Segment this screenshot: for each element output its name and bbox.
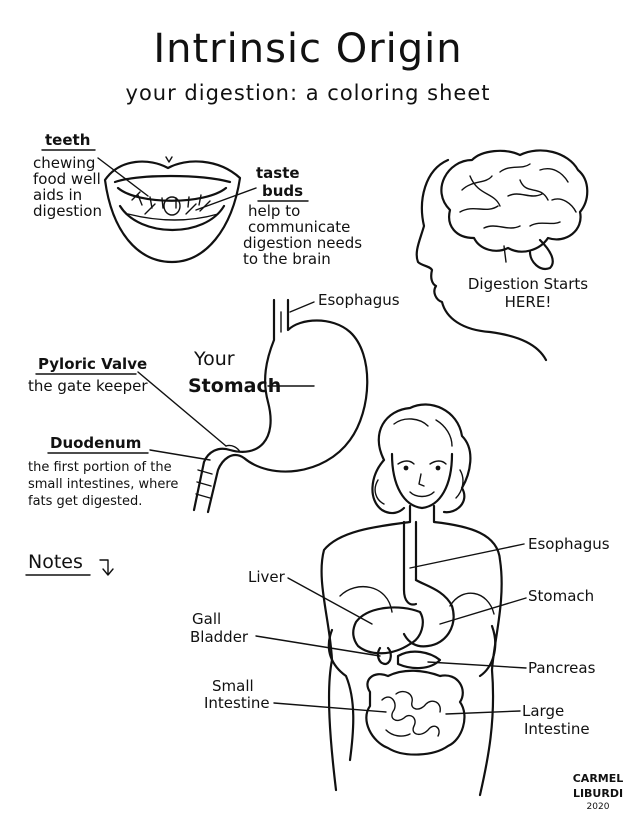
head-profile [415, 158, 548, 362]
brain-caption-1: Digestion Starts [468, 275, 588, 293]
duodenum-callout: Duodenum the first portion of the small … [28, 434, 211, 509]
body-liver-label: Liver [248, 568, 286, 586]
notes-label: Notes [28, 551, 83, 573]
taste-label: taste [256, 164, 300, 182]
your-stomach-callout: Your Stomach [188, 348, 315, 397]
taste-buds-callout: taste buds help to communicate digestion… [195, 164, 362, 268]
notes-arrow-icon [99, 559, 114, 576]
page-subtitle: your digestion: a coloring sheet [126, 81, 491, 105]
body-esophagus-label: Esophagus [528, 535, 610, 553]
signature-line-2: LIBURDI [573, 787, 623, 800]
body-gall-label-2: Bladder [190, 628, 249, 646]
teeth-desc-4: digestion [33, 202, 102, 220]
mouth-illustration [103, 156, 242, 264]
body-large-label-1: Large [522, 702, 564, 720]
duodenum-desc-1: the first portion of the [28, 460, 172, 475]
notes-heading: Notes [25, 551, 114, 576]
body-pancreas-label: Pancreas [528, 659, 596, 677]
teeth-desc-2: food well [33, 170, 101, 188]
teeth-desc-3: aids in [33, 186, 82, 204]
body-gall-label-1: Gall [192, 610, 221, 628]
body-small-label-1: Small [212, 677, 254, 695]
taste-desc-2: communicate [248, 218, 350, 236]
stomach-illustration [192, 298, 369, 514]
esophagus-label-top: Esophagus [318, 291, 400, 309]
teeth-desc-1: chewing [33, 154, 95, 172]
teeth-callout: teeth chewing food well aids in digestio… [33, 131, 149, 220]
body-illustration [320, 403, 503, 797]
body-callouts: Esophagus Liver Stomach Gall Bladder Pan… [190, 535, 610, 738]
brain-caption-2: HERE! [505, 293, 552, 311]
buds-label: buds [262, 182, 303, 200]
duodenum-desc-2: small intestines, where [28, 477, 178, 492]
stomach-label: Stomach [188, 375, 281, 397]
pyloric-valve-callout: Pyloric Valve the gate keeper [28, 355, 227, 447]
pyloric-label: Pyloric Valve [38, 355, 147, 373]
taste-desc-4: to the brain [243, 250, 331, 268]
page-title: Intrinsic Origin [153, 26, 462, 72]
duodenum-label: Duodenum [50, 434, 141, 452]
signature-line-1: CARMEL [573, 772, 624, 785]
taste-desc-3: digestion needs [243, 234, 362, 252]
pyloric-desc: the gate keeper [28, 377, 148, 395]
body-large-label-2: Intestine [524, 720, 590, 738]
duodenum-desc-3: fats get digested. [28, 494, 142, 509]
teeth-label: teeth [45, 131, 90, 149]
body-stomach-label: Stomach [528, 587, 594, 605]
signature-year: 2020 [587, 802, 610, 812]
your-label: Your [193, 348, 235, 370]
esophagus-callout-top: Esophagus [289, 291, 400, 313]
brain-illustration [440, 149, 589, 270]
artist-signature: CARMEL LIBURDI 2020 [573, 772, 624, 812]
body-small-label-2: Intestine [204, 694, 270, 712]
taste-desc-1: help to [248, 202, 300, 220]
